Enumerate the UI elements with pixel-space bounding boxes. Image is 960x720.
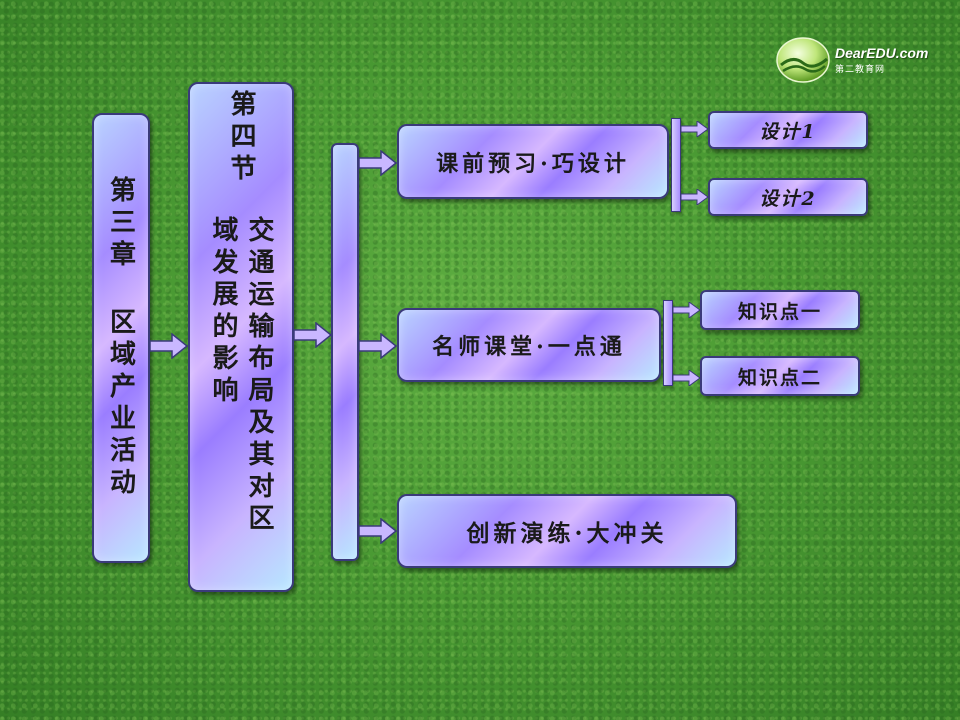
subitem-design-2-label: 设计2 xyxy=(759,187,817,210)
arrow-right-icon xyxy=(294,322,332,348)
section-title: 交通运输布局及其对区域发展的影响 xyxy=(208,216,274,536)
branch-bar xyxy=(331,143,359,561)
arrow-right-icon xyxy=(359,333,397,359)
subitem-design-2[interactable]: 设计2 xyxy=(708,178,868,216)
subitem-knowledge-1[interactable]: 知识点一 xyxy=(700,290,860,330)
arrow-right-icon xyxy=(359,150,397,176)
subitem-design-1-label: 设计1 xyxy=(759,120,817,143)
logo-globe-icon xyxy=(776,37,830,83)
branch-preview-label: 课前预习·巧设计 xyxy=(436,150,630,177)
subitem-knowledge-2[interactable]: 知识点二 xyxy=(700,356,860,396)
subitem-knowledge-2-label: 知识点二 xyxy=(737,366,822,389)
connector-bar xyxy=(671,118,681,212)
section-heading: 第四节 xyxy=(226,90,256,186)
section-box[interactable]: 第四节 交通运输布局及其对区域发展的影响 xyxy=(188,82,294,592)
arrow-right-icon xyxy=(673,302,701,318)
logo-brand: DearEDU.com xyxy=(835,45,929,61)
chapter-box[interactable]: 第三章 区域产业活动 xyxy=(92,113,150,563)
branch-classroom[interactable]: 名师课堂·一点通 xyxy=(397,308,661,382)
branch-classroom-label: 名师课堂·一点通 xyxy=(432,334,626,360)
branch-preview-design[interactable]: 课前预习·巧设计 xyxy=(397,124,669,199)
subitem-knowledge-1-label: 知识点一 xyxy=(737,300,822,323)
branch-practice-label: 创新演练·大冲关 xyxy=(466,520,668,547)
branch-practice[interactable]: 创新演练·大冲关 xyxy=(397,494,737,568)
dearedu-logo: DearEDU.com 第二教育网 xyxy=(775,35,945,85)
chapter-label: 第三章 区域产业活动 xyxy=(105,176,136,500)
subitem-design-1[interactable]: 设计1 xyxy=(708,111,868,149)
arrow-right-icon xyxy=(359,518,397,544)
arrow-right-icon xyxy=(150,333,188,359)
arrow-right-icon xyxy=(681,121,709,137)
arrow-right-icon xyxy=(681,189,709,205)
arrow-right-icon xyxy=(673,370,701,386)
logo-subtitle: 第二教育网 xyxy=(835,64,886,74)
connector-bar xyxy=(663,300,673,386)
